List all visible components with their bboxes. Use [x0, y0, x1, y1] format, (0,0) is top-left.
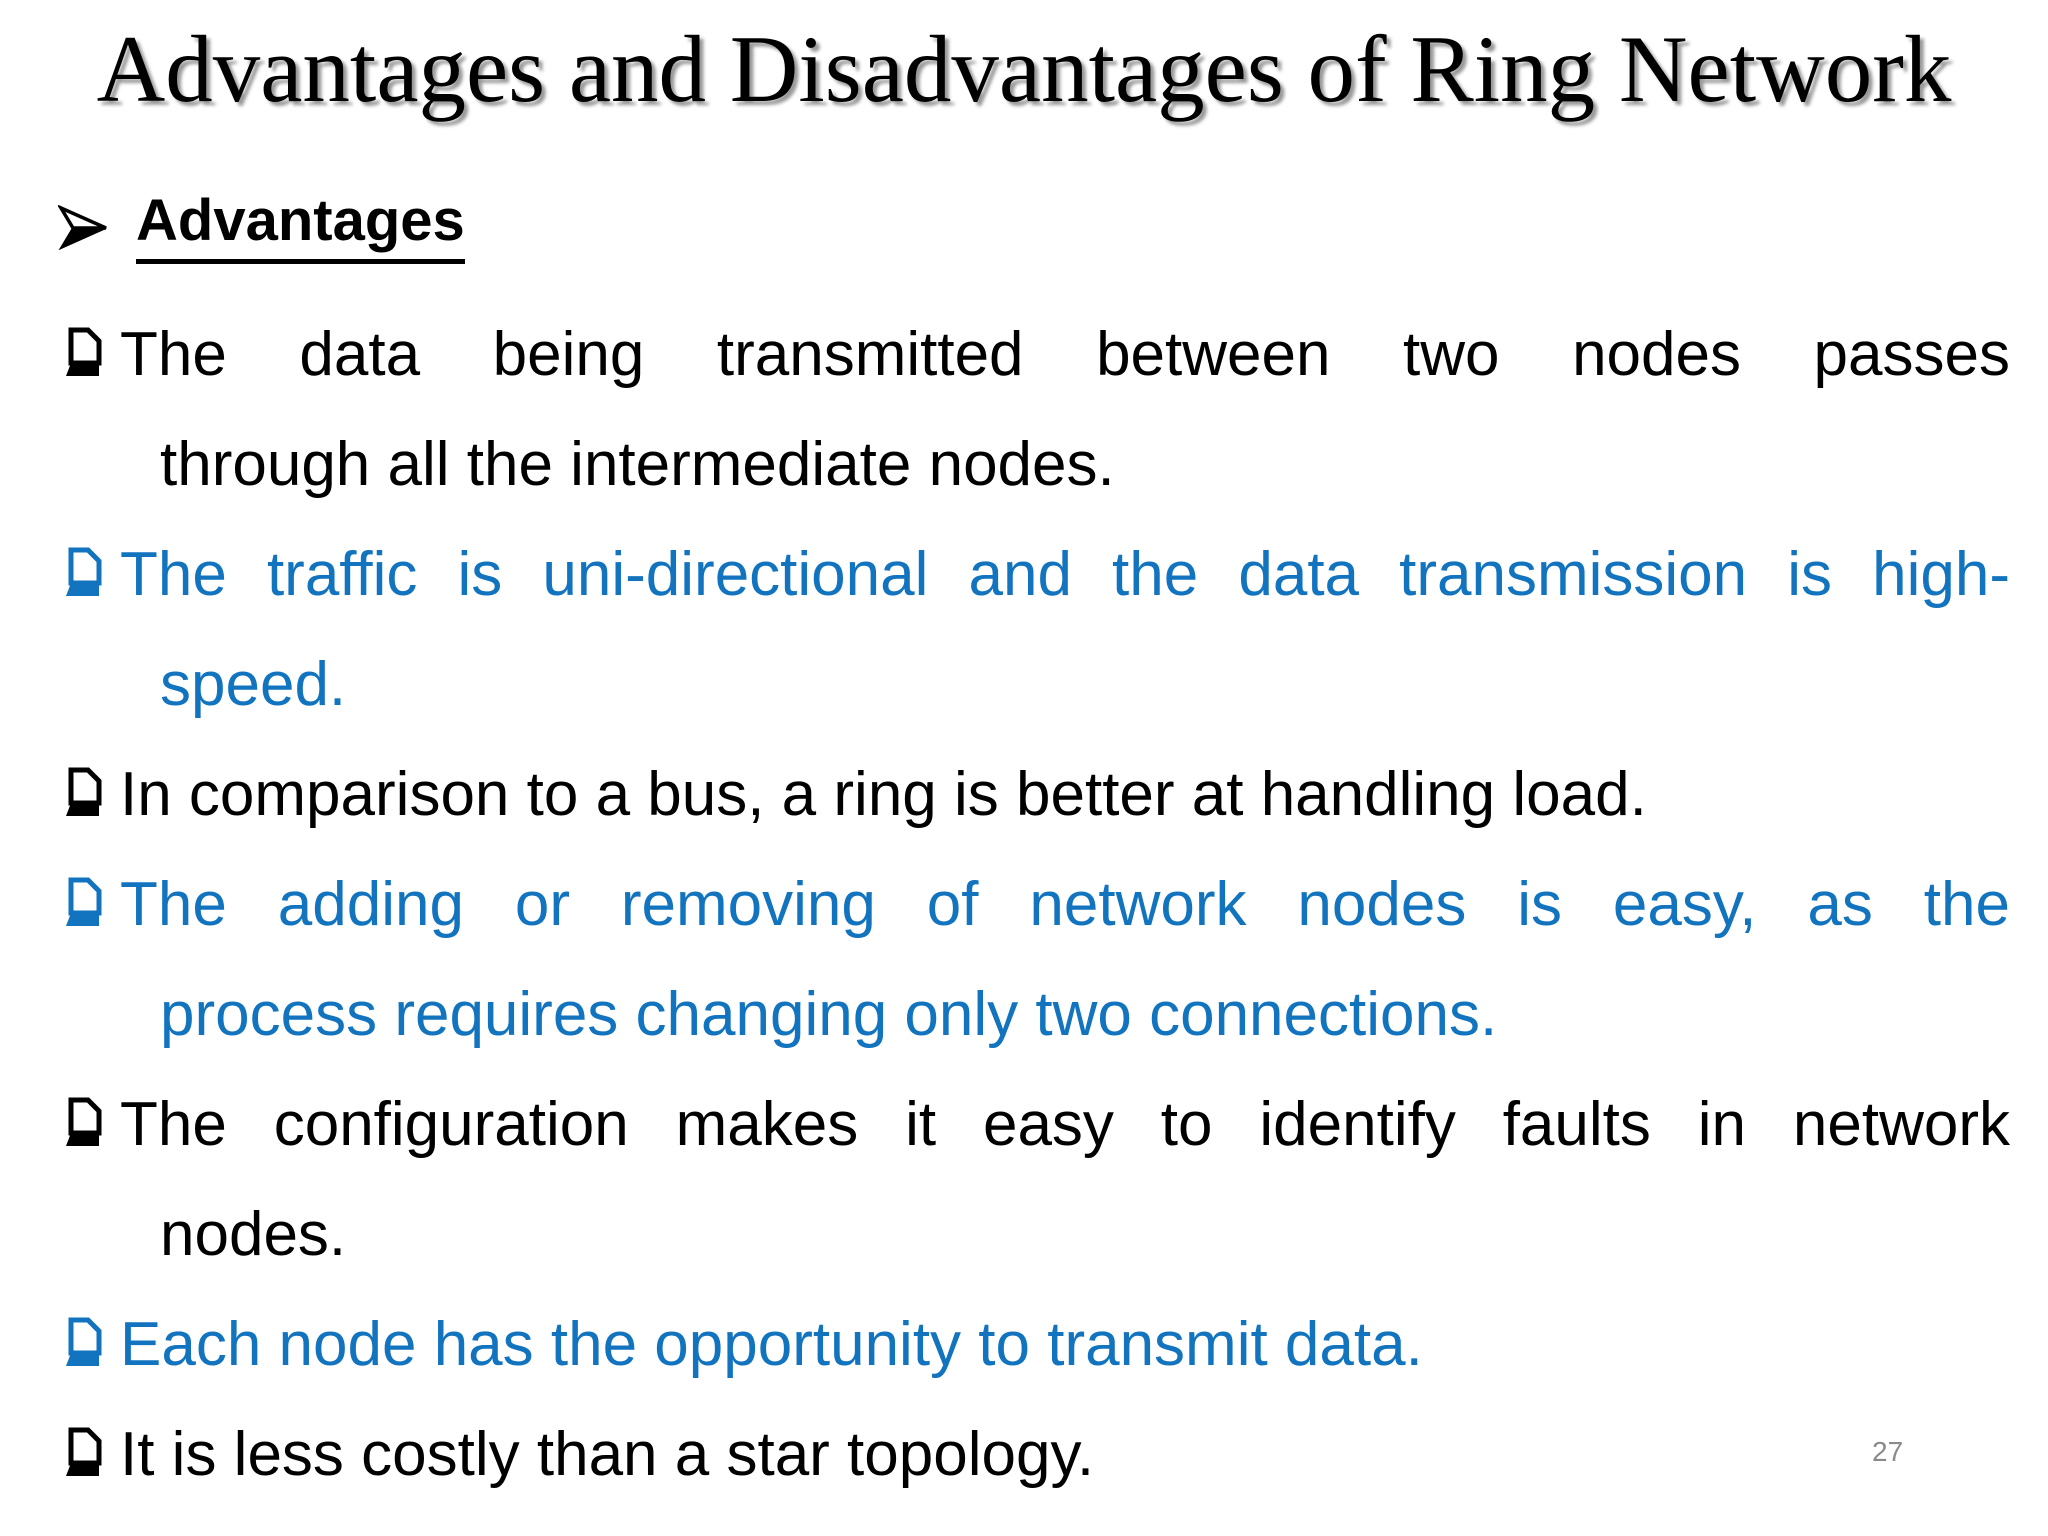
checkbox-bullet-icon: [65, 1426, 105, 1478]
bullet-item: The adding or removing of network nodes …: [65, 850, 2010, 1070]
bullet-item: The data being transmitted between two n…: [65, 300, 2010, 520]
advantages-heading-row: Advantages: [56, 192, 465, 264]
bullet-line: The traffic is uni-directional and the d…: [120, 540, 2010, 609]
bullet-line: process requires changing only two conne…: [160, 980, 1498, 1049]
bullet-line: In comparison to a bus, a ring is better…: [120, 760, 1647, 829]
page-number: 27: [1872, 1436, 1904, 1467]
checkbox-bullet-icon: [65, 876, 105, 928]
slide-title: Advantages and Disadvantages of Ring Net…: [96, 16, 1952, 122]
bullet-item: Each node has the opportunity to transmi…: [65, 1290, 2010, 1400]
bullet-item: It is less costly than a star topology.: [65, 1400, 2010, 1510]
bullet-line: speed.: [160, 650, 347, 719]
checkbox-bullet-icon: [65, 1316, 105, 1368]
section-heading: Advantages: [136, 192, 465, 264]
checkbox-bullet-icon: [65, 546, 105, 598]
bullet-line: nodes.: [160, 1200, 347, 1269]
bullet-line: The data being transmitted between two n…: [120, 320, 2010, 389]
checkbox-bullet-icon: [65, 766, 105, 818]
bullet-line: It is less costly than a star topology.: [120, 1420, 1095, 1489]
checkbox-bullet-icon: [65, 326, 105, 378]
bullet-item: The configuration makes it easy to ident…: [65, 1070, 2010, 1290]
checkbox-bullet-icon: [65, 1096, 105, 1148]
bullet-line: through all the intermediate nodes.: [160, 430, 1115, 499]
arrowhead-bullet-icon: [56, 204, 110, 251]
bullet-item: In comparison to a bus, a ring is better…: [65, 740, 2010, 850]
bullet-item: The traffic is uni-directional and the d…: [65, 520, 2010, 740]
bullet-line: The adding or removing of network nodes …: [120, 870, 2010, 939]
bullet-line: The configuration makes it easy to ident…: [120, 1090, 2010, 1159]
bullet-line: Each node has the opportunity to transmi…: [120, 1310, 1423, 1379]
bullet-list: The data being transmitted between two n…: [65, 300, 2010, 1510]
